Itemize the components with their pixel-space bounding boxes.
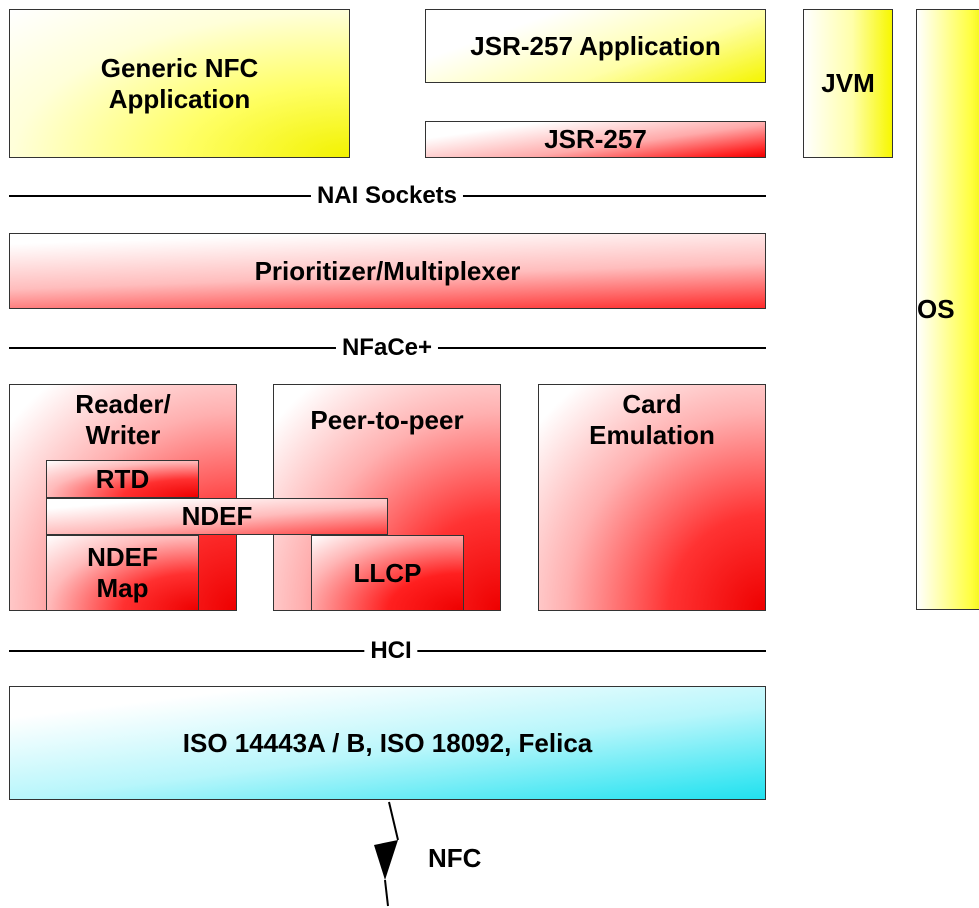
jsr257-block (425, 121, 766, 158)
jsr257-text: JSR-257 (544, 124, 647, 154)
ndef-map-text: NDEF Map (87, 542, 158, 603)
card-emulation-block (538, 384, 766, 611)
jvm-block (803, 9, 893, 158)
jvm-label: JVM (803, 9, 893, 158)
iso-physical-layer-block (9, 686, 766, 800)
llcp-label: LLCP (311, 535, 464, 611)
nfc-label: NFC (428, 843, 482, 873)
jvm-text: JVM (821, 68, 875, 98)
iso-physical-layer-label: ISO 14443A / B, ISO 18092, Felica (9, 686, 766, 800)
card-emulation-text: Card Emulation (589, 389, 715, 450)
prioritizer-multiplexer-text: Prioritizer/Multiplexer (254, 255, 521, 286)
generic-nfc-application-block (9, 9, 350, 158)
rtd-block (46, 460, 199, 498)
os-text: OS (917, 294, 955, 324)
nai-sockets-label: NAI Sockets (310, 182, 464, 210)
os-label: OS (916, 9, 979, 610)
jsr257-application-block (425, 9, 766, 83)
rtd-text: RTD (95, 463, 150, 494)
reader-writer-label: Reader/ Writer (9, 386, 237, 454)
os-block (916, 9, 979, 610)
peer-to-peer-label: Peer-to-peer (273, 400, 501, 440)
llcp-text: LLCP (353, 557, 422, 588)
card-emulation-label: Card Emulation (538, 386, 766, 454)
jsr257-application-label: JSR-257 Application (425, 9, 766, 83)
ndef-map-label: NDEF Map (46, 535, 199, 611)
iso-physical-layer-text: ISO 14443A / B, ISO 18092, Felica (182, 727, 593, 758)
llcp-block (311, 535, 464, 611)
prioritizer-multiplexer-block (9, 233, 766, 309)
lightning-bolt-icon (374, 801, 399, 907)
nface-label: NFaCe+ (335, 334, 439, 362)
reader-writer-text: Reader/ Writer (75, 389, 171, 450)
generic-nfc-application-label: Generic NFC Application (9, 9, 350, 158)
rtd-label: RTD (46, 460, 199, 498)
prioritizer-multiplexer-label: Prioritizer/Multiplexer (9, 233, 766, 309)
peer-to-peer-text: Peer-to-peer (310, 404, 464, 435)
generic-nfc-application-text: Generic NFC Application (100, 52, 259, 114)
ndef-text: NDEF (181, 501, 253, 531)
hci-label: HCI (364, 637, 418, 665)
ndef-map-block (46, 535, 199, 611)
jsr257-label: JSR-257 (425, 121, 766, 158)
ndef-block (46, 498, 388, 535)
jsr257-application-text: JSR-257 Application (470, 30, 721, 61)
ndef-label: NDEF (46, 498, 388, 535)
